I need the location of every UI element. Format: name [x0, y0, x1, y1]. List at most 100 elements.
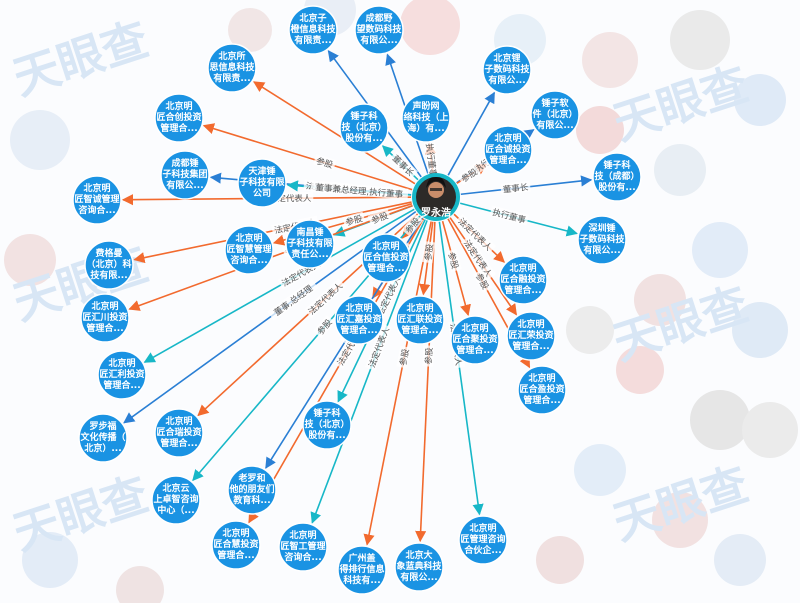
company-node-circle[interactable] — [450, 315, 500, 365]
edge-label-text: 参股 — [315, 155, 335, 171]
edge-label: 参股 — [313, 153, 337, 171]
company-node[interactable]: 广州盖得排行信息科技有... — [337, 545, 387, 595]
company-node[interactable]: 锤子科技（北京）股份有... — [302, 400, 352, 450]
company-node-label: 匠智慧管理 — [226, 243, 271, 255]
company-node[interactable]: 深圳锤子数码科技有限公... — [577, 215, 627, 265]
relation-edge[interactable] — [143, 208, 415, 363]
company-node[interactable]: 北京明匠汇联投资管理合... — [395, 295, 445, 345]
company-node-circle[interactable] — [80, 293, 130, 343]
company-node-label: 有限公... — [166, 179, 203, 191]
company-node[interactable]: 北京明匠汇川投资管理合... — [80, 293, 130, 343]
company-node-circle[interactable] — [401, 93, 451, 143]
company-node-circle[interactable] — [458, 515, 508, 565]
company-node-circle[interactable] — [482, 45, 532, 95]
company-node-circle[interactable] — [224, 225, 274, 275]
company-node[interactable]: 北京明匠合瑞投资管理合... — [154, 408, 204, 458]
center-person-node[interactable]: 罗永浩 — [412, 173, 460, 221]
relation-edge[interactable] — [415, 221, 436, 543]
company-node[interactable]: 北京明匠合诚投资管理合... — [483, 125, 533, 175]
company-node[interactable]: 北京子橙信息科技有限责... — [288, 5, 338, 55]
company-node[interactable]: 北京云上卓智咨询中心（... — [151, 475, 201, 525]
company-node[interactable]: 费格曼（北京）科技有限... — [84, 240, 134, 290]
company-node-label: 子科技有限 — [287, 237, 333, 249]
company-node[interactable]: 北京大象蓝典科技有限公... — [394, 542, 444, 592]
company-node[interactable]: 北京明匠智诚管理咨询合... — [72, 175, 122, 225]
company-node-label: 有限公... — [360, 34, 397, 46]
company-node[interactable]: 北京明匠管理咨询合伙企... — [458, 515, 508, 565]
relation-edge[interactable] — [202, 123, 413, 191]
company-node-circle[interactable] — [207, 43, 257, 93]
company-node[interactable]: 北京明匠智慧管理咨询合... — [224, 225, 274, 275]
company-node-circle[interactable] — [285, 219, 335, 269]
company-node[interactable]: 锤子软件（北京）有限公... — [530, 90, 580, 140]
company-node[interactable]: 北京明匠汇嘉投资管理合... — [334, 295, 384, 345]
company-node-circle[interactable] — [211, 520, 261, 570]
company-node[interactable]: 罗步福文化传播（北京）... — [78, 413, 128, 463]
company-node-circle[interactable] — [483, 125, 533, 175]
company-node-label: 管理合... — [512, 340, 549, 352]
company-node-circle[interactable] — [227, 465, 277, 515]
company-node-circle[interactable] — [517, 365, 567, 415]
company-node[interactable]: 锤子科技（北京）股份有... — [339, 103, 389, 153]
edge-label-text: 参股 — [344, 213, 364, 228]
edge-label: 参股 — [396, 345, 412, 369]
company-node-circle[interactable] — [498, 255, 548, 305]
company-node-circle[interactable] — [592, 152, 642, 202]
company-node-circle[interactable] — [302, 400, 352, 450]
relation-edge[interactable] — [310, 220, 428, 524]
company-node-circle[interactable] — [530, 90, 580, 140]
company-node[interactable]: 南昌锤子科技有限责任公... — [285, 219, 335, 269]
edge-label-text: 法定代表人 — [269, 193, 312, 204]
company-node-label: 管理合... — [86, 322, 123, 334]
company-node[interactable]: 北京明匠合融投资管理合... — [498, 255, 548, 305]
company-node-label: 匠合瑞投资 — [156, 426, 201, 438]
company-node-circle[interactable] — [84, 240, 134, 290]
company-node-label: 天津锤 — [248, 165, 275, 177]
company-node[interactable]: 老罗和他的朋友们教育科... — [227, 465, 277, 515]
relation-edge[interactable] — [363, 221, 432, 546]
company-node-circle[interactable] — [154, 408, 204, 458]
company-node[interactable]: 北京锂子数码科技有限公... — [482, 45, 532, 95]
company-node-circle[interactable] — [506, 311, 556, 361]
company-node-label: 匠合融投资 — [500, 273, 545, 285]
relation-edge[interactable] — [253, 81, 416, 185]
company-node[interactable]: 北京明匠合创投资管理合... — [154, 93, 204, 143]
company-node[interactable]: 北京所思信息科技有限责... — [207, 43, 257, 93]
company-node[interactable]: 北京明匠合聚投资管理合... — [450, 315, 500, 365]
company-node-circle[interactable] — [354, 5, 404, 55]
company-node-circle[interactable] — [334, 295, 384, 345]
company-node[interactable]: 北京明匠智工管理咨询合... — [278, 522, 328, 572]
edge-label-text: 参股 — [445, 251, 460, 271]
company-node[interactable]: 北京明匠汇荣投资管理合... — [506, 311, 556, 361]
company-node-circle[interactable] — [278, 522, 328, 572]
company-node[interactable]: 北京明匠合信投资管理合... — [361, 233, 411, 283]
company-node-circle[interactable] — [577, 215, 627, 265]
relation-edge[interactable] — [447, 91, 496, 176]
company-node-label: 匠汇荣投资 — [508, 329, 553, 341]
company-node[interactable]: 声盼网络科技（上海）有... — [401, 93, 451, 143]
company-node-circle[interactable] — [154, 93, 204, 143]
company-node[interactable]: 成都野望数码科技有限公... — [354, 5, 404, 55]
company-node-circle[interactable] — [339, 103, 389, 153]
company-node-label: 匠汇川投资 — [82, 311, 127, 323]
company-node-circle[interactable] — [78, 413, 128, 463]
company-node[interactable]: 北京明匠汇利投资管理合... — [97, 350, 147, 400]
company-node[interactable]: 北京明匠合慧投资管理合... — [211, 520, 261, 570]
relation-edge[interactable] — [438, 221, 484, 516]
company-node-circle[interactable] — [337, 545, 387, 595]
company-node-circle[interactable] — [72, 175, 122, 225]
company-node-label: 公司 — [253, 188, 271, 199]
company-node-circle[interactable] — [288, 5, 338, 55]
company-node-circle[interactable] — [237, 158, 287, 208]
company-node-circle[interactable] — [395, 295, 445, 345]
company-node-circle[interactable] — [394, 542, 444, 592]
company-node-circle[interactable] — [160, 150, 210, 200]
company-node[interactable]: 北京明匠合盈投资管理合... — [517, 365, 567, 415]
company-node-circle[interactable] — [361, 233, 411, 283]
company-node-circle[interactable] — [151, 475, 201, 525]
company-node[interactable]: 锤子科技（成都）股份有... — [592, 152, 642, 202]
company-node-circle[interactable] — [97, 350, 147, 400]
company-node[interactable]: 成都锤子科技集团有限公... — [160, 150, 210, 200]
